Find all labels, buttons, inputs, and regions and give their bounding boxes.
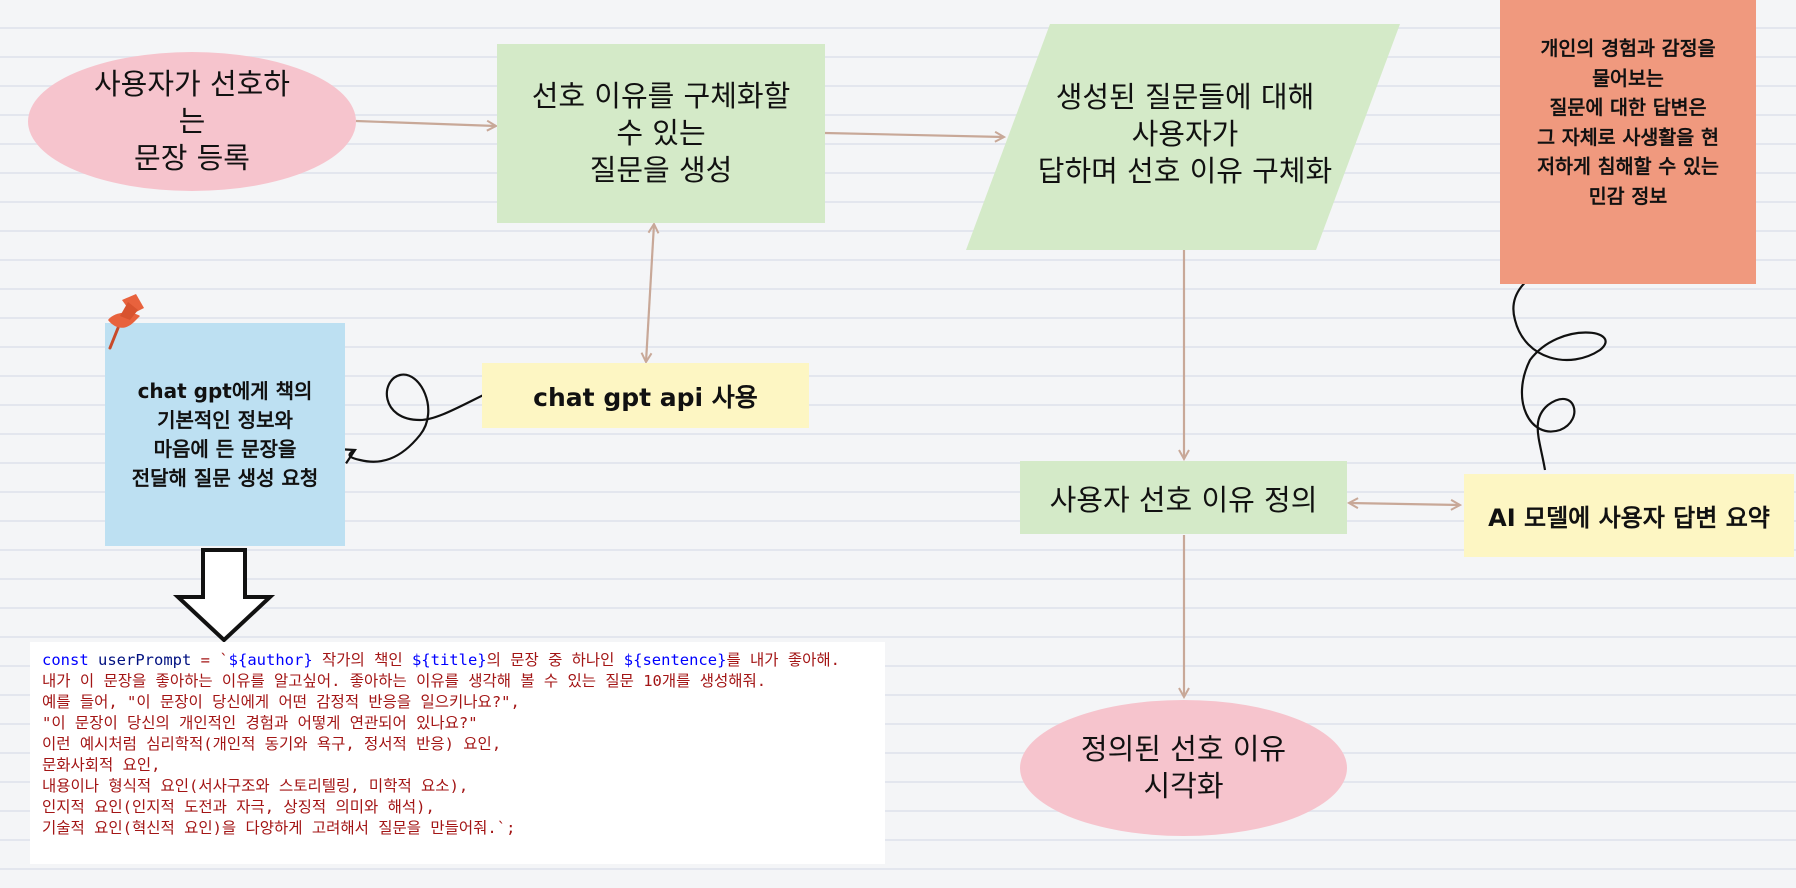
code-line: 문화사회적 요인, (42, 756, 161, 774)
node-visualize: 정의된 선호 이유 시각화 (1020, 700, 1347, 836)
code-line: 내용이나 형식적 요인(서사구조와 스토리텔링, 미학적 요소), (42, 777, 469, 795)
node-define-label: 사용자 선호 이유 정의 (1049, 482, 1318, 517)
code-line: 이런 예시처럼 심리학적(개인적 동기와 욕구, 정서적 반응) 요인, (42, 735, 502, 753)
code-identifier: userPrompt (98, 651, 192, 669)
arrow-generate-api-bidirectional (646, 224, 654, 362)
code-variable: ${author} (228, 651, 313, 669)
node-visualize-label: 정의된 선호 이유 시각화 (1080, 732, 1287, 803)
code-line: 예를 들어, "이 문장이 당신에게 어떤 감정적 반응을 일으키나요?", (42, 693, 520, 711)
node-answer-shape (966, 24, 1400, 250)
code-keyword: const (42, 651, 89, 669)
code-line: 내가 이 문장을 좋아하는 이유를 알고싶어. 좋아하는 이유를 생각해 볼 수… (42, 672, 767, 690)
hollow-down-arrow-icon (172, 548, 276, 643)
code-snippet: const userPrompt = `${author} 작가의 책인 ${t… (30, 642, 885, 864)
code-text: = ` (191, 651, 229, 669)
code-text: 작가의 책인 (312, 651, 412, 669)
code-variable: ${title} (411, 651, 487, 669)
node-sensitive-label: 개인의 경험과 감정을 물어보는 질문에 대한 답변은 그 자체로 사생활을 현… (1537, 37, 1719, 208)
node-generate-questions: 선호 이유를 구체화할 수 있는 질문을 생성 (497, 44, 825, 223)
code-text: 의 문장 중 하나인 (486, 651, 624, 669)
pushpin-icon (108, 294, 144, 350)
arrow-register-to-generate (355, 121, 496, 126)
code-line: "이 문장이 당신의 개인적인 경험과 어떻게 연관되어 있나요?" (42, 714, 478, 732)
code-variable: ${sentence} (623, 651, 727, 669)
code-line: 기술적 요인(혁신적 요인)을 다양하게 고려해서 질문을 만들어줘.`; (42, 819, 516, 837)
node-generate-label: 선호 이유를 구체화할 수 있는 질문을 생성 (531, 79, 791, 187)
node-register-label: 사용자가 선호하 는 문장 등록 (94, 67, 290, 175)
node-answer-questions: 생성된 질문들에 대해 사용자가 답하며 선호 이유 구체화 (1010, 44, 1360, 224)
arrow-generate-to-answer (824, 133, 1004, 137)
node-define-preference: 사용자 선호 이유 정의 (1020, 461, 1347, 534)
code-line: 인지적 요인(인지적 도전과 자극, 상징적 의미와 해석), (42, 798, 435, 816)
node-summary-label: AI 모델에 사용자 답변 요약 (1488, 504, 1770, 532)
node-answer-label: 생성된 질문들에 대해 사용자가 답하며 선호 이유 구체화 (1037, 79, 1333, 188)
node-api-label: chat gpt api 사용 (533, 382, 758, 412)
squiggle-arrow-icon (1512, 261, 1607, 471)
node-register-sentence: 사용자가 선호하 는 문장 등록 (28, 52, 356, 191)
node-sensitive-info: 개인의 경험과 감정을 물어보는 질문에 대한 답변은 그 자체로 사생활을 현… (1500, 0, 1756, 284)
code-text: 를 내가 좋아해. (726, 651, 840, 669)
node-ai-summary: AI 모델에 사용자 답변 요약 (1464, 474, 1794, 557)
squiggle-arrow-icon (338, 373, 506, 465)
node-chatgpt-api: chat gpt api 사용 (482, 363, 809, 428)
arrow-define-summary-bidirectional (1349, 503, 1460, 505)
node-gpt-request-label: chat gpt에게 책의 기본적인 정보와 마음에 든 문장을 전달해 질문 … (131, 378, 319, 490)
node-gpt-request-note: chat gpt에게 책의 기본적인 정보와 마음에 든 문장을 전달해 질문 … (105, 323, 345, 546)
